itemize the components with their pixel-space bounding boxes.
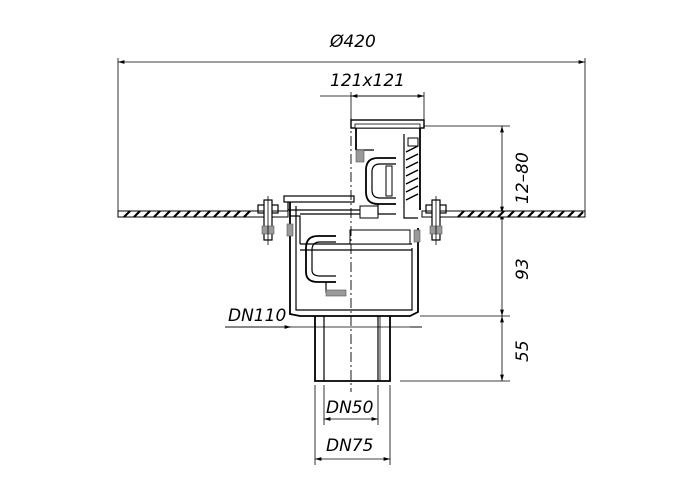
outlet-length-label: 55: [513, 340, 533, 362]
odor-trap-lower: [305, 235, 347, 297]
outlet-inner-label: DN50: [326, 398, 373, 418]
outlet-pipe: [314, 316, 391, 382]
extension-sleeve: [350, 119, 425, 219]
height-range-label: 12–80: [513, 152, 533, 204]
clamp-bolt-left: [257, 196, 279, 245]
dimension-vertical-chain: 12–80 93 55: [400, 125, 585, 382]
flange-membrane: [117, 210, 586, 218]
dimension-outlet-inner: DN50: [323, 385, 379, 425]
odor-trap-upper: [365, 157, 396, 215]
body-diameter-label: DN110: [228, 306, 286, 326]
body-height-label: 93: [513, 258, 533, 280]
dimension-grate-size: 121x121: [320, 71, 425, 124]
outlet-outer-label: DN75: [326, 436, 373, 456]
grate-size-label: 121x121: [330, 71, 405, 91]
dimension-flange-diameter: Ø420: [117, 32, 586, 215]
drain-body: [286, 200, 421, 317]
dimension-outlet-outer: DN75: [314, 385, 391, 465]
clamp-bolt-right: [425, 196, 447, 245]
flange-diameter-label: Ø420: [329, 32, 376, 52]
